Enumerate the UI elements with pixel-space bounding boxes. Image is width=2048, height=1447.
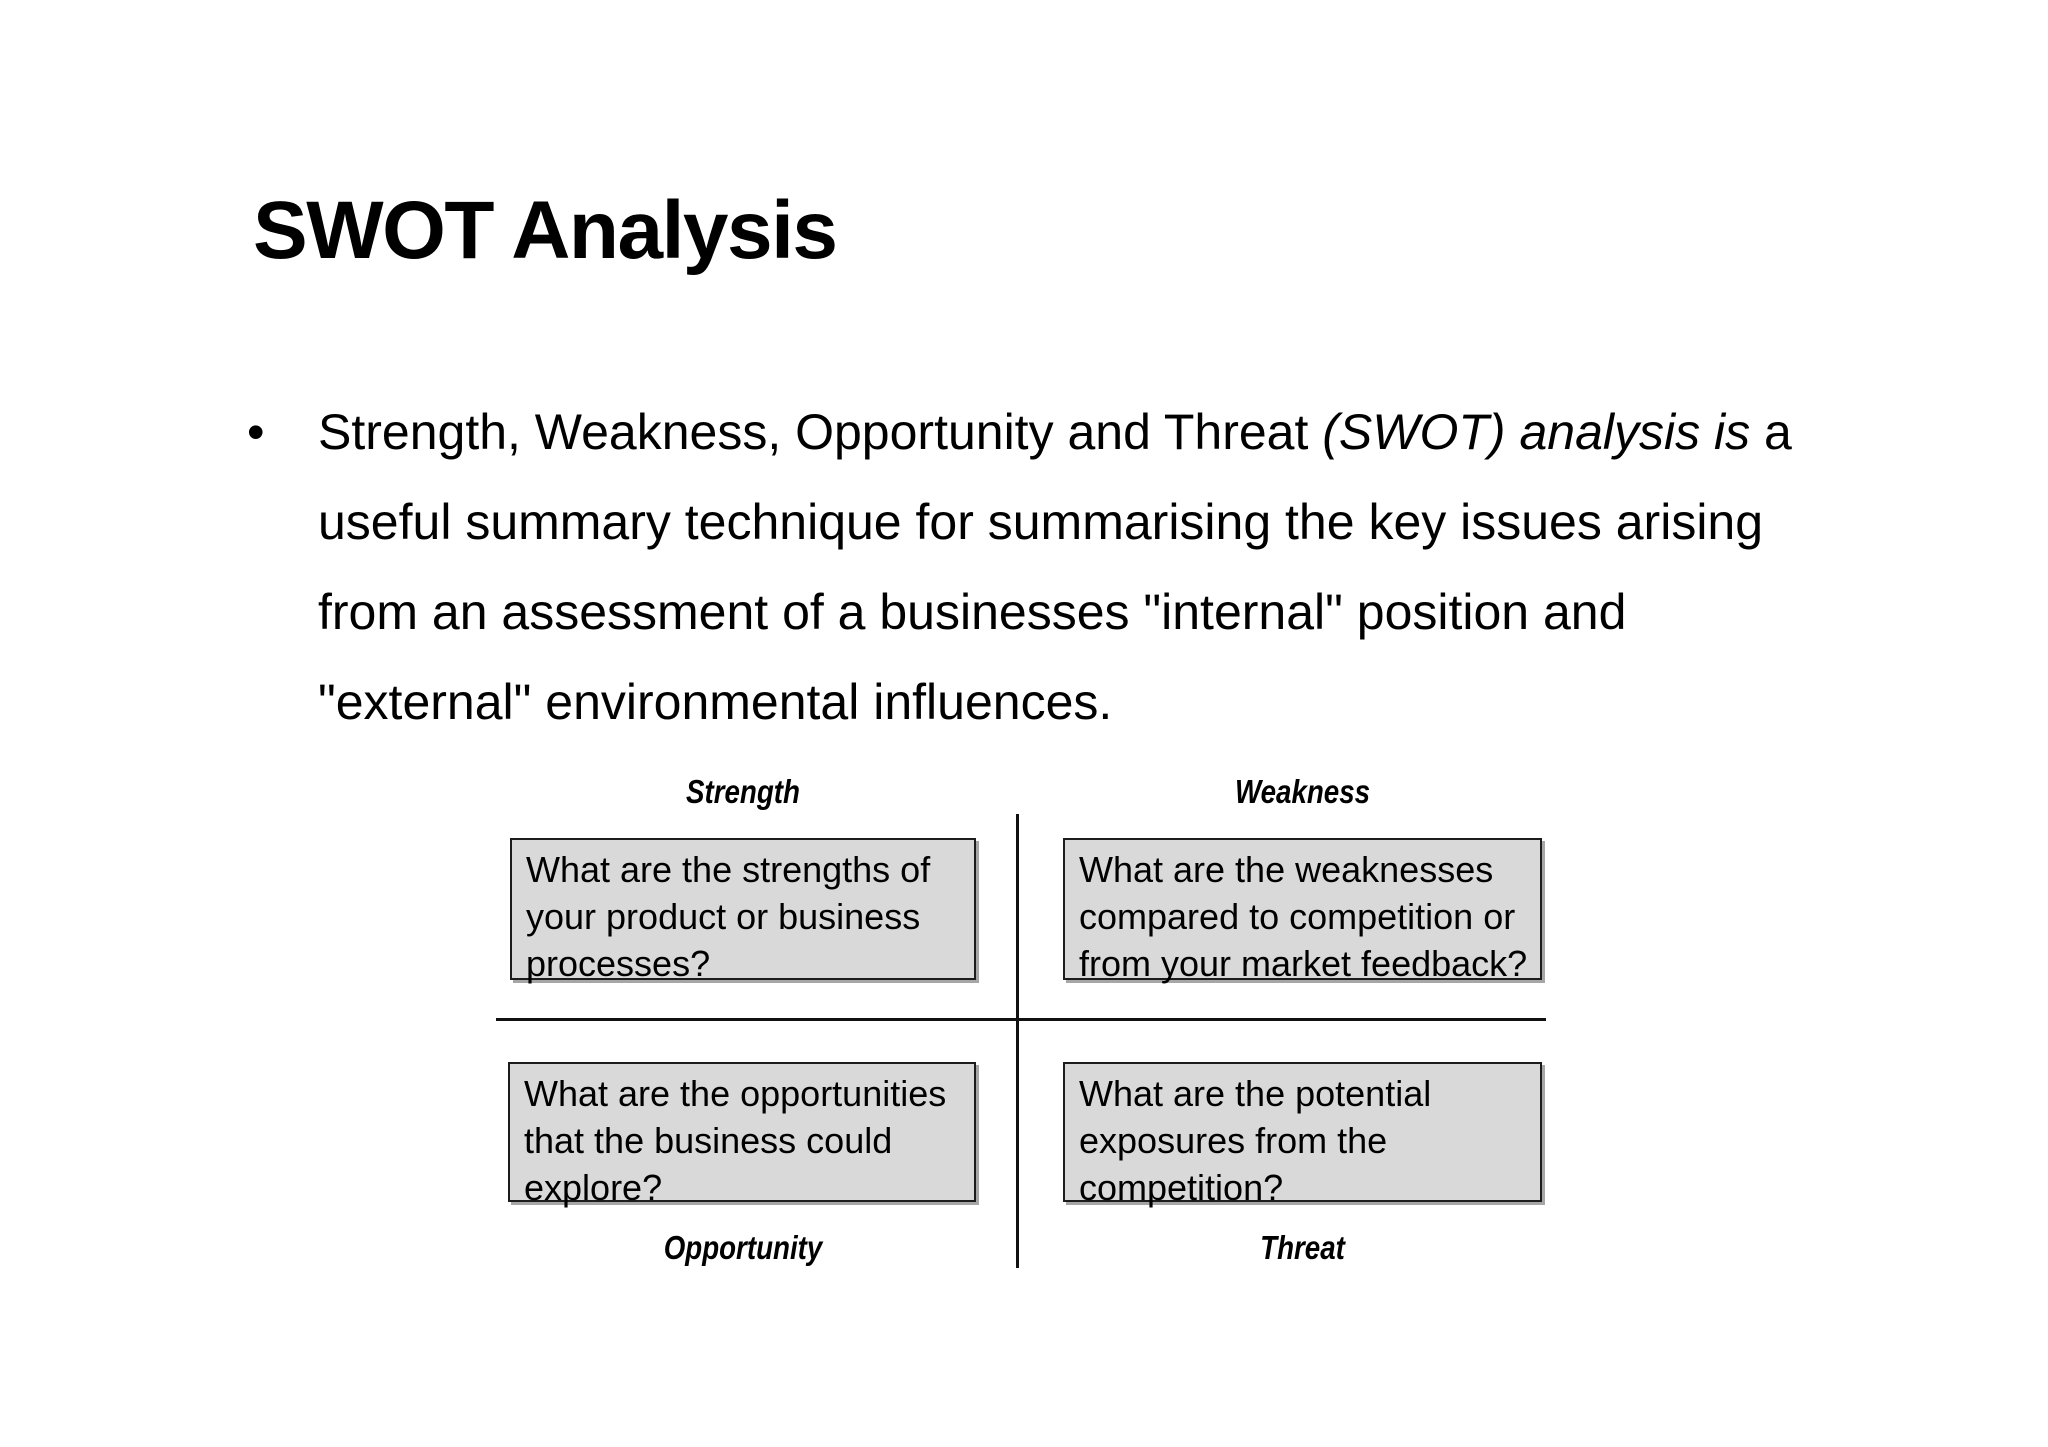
strength-box-line-3: processes? [526, 943, 711, 984]
threat-label: Threat [1260, 1229, 1345, 1266]
weakness-box-line-3: from your market feedback? [1079, 943, 1528, 984]
bullet-line-1-italic: (SWOT) analysis is [1322, 404, 1751, 460]
bullet-line-1-pre: Strength, Weakness, Opportunity and Thre… [318, 404, 1323, 460]
vertical-divider-line [1016, 814, 1019, 1268]
opportunity-label: Opportunity [663, 1229, 823, 1266]
weakness-box-line-2: compared to competition or [1079, 896, 1516, 937]
bullet-paragraph: Strength, Weakness, Opportunity and Thre… [318, 387, 1792, 747]
bullet-line-1-post: a [1750, 404, 1792, 460]
page-title: SWOT Analysis [253, 185, 838, 276]
weakness-box-line-1: What are the weaknesses [1079, 849, 1494, 890]
opportunity-box-line-1: What are the opportunities [524, 1073, 947, 1114]
threat-box: What are the potential exposures from th… [1063, 1062, 1542, 1208]
bullet-line-3: from an assessment of a businesses "inte… [318, 584, 1627, 640]
horizontal-divider-line [496, 1018, 1546, 1021]
bullet-line-4: "external" environmental influences. [318, 674, 1113, 730]
strength-box-line-1: What are the strengths of [526, 849, 931, 890]
weakness-box: What are the weaknesses compared to comp… [1063, 838, 1542, 984]
bullet-line-2: useful summary technique for summarising… [318, 494, 1764, 550]
threat-box-line-3: competition? [1079, 1167, 1284, 1208]
bullet-line-1: Strength, Weakness, Opportunity and Thre… [318, 387, 1792, 477]
strength-label: Strength [686, 773, 800, 810]
opportunity-box-line-2: that the business could [524, 1120, 893, 1161]
opportunity-box-line-3: explore? [524, 1167, 663, 1208]
bullet-marker: • [247, 404, 265, 460]
strength-box: What are the strengths of your product o… [510, 838, 976, 984]
weakness-label: Weakness [1234, 773, 1371, 810]
threat-box-line-2: exposures from the [1079, 1120, 1388, 1161]
strength-box-line-2: your product or business [526, 896, 921, 937]
threat-box-line-1: What are the potential [1079, 1073, 1432, 1114]
opportunity-box: What are the opportunities that the busi… [508, 1062, 976, 1208]
